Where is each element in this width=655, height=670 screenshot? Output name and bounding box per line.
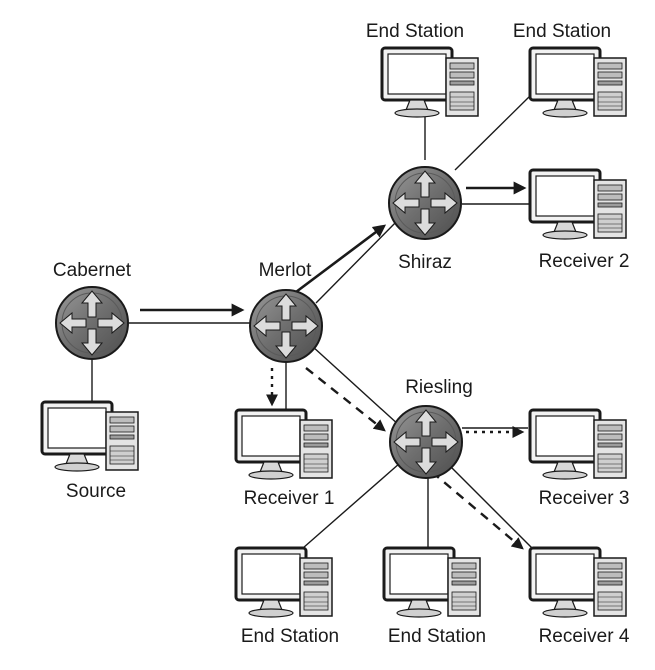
router-icon xyxy=(389,405,463,479)
router-riesling: Riesling xyxy=(389,377,473,479)
host-receiver-2: Receiver 2 xyxy=(528,168,630,272)
router-cabernet: Cabernet xyxy=(53,260,132,360)
workstation-icon xyxy=(528,408,628,481)
arrow-merlot-to-shiraz xyxy=(295,224,387,294)
link-shiraz-endstation-top-right xyxy=(454,93,533,171)
router-icon xyxy=(388,166,462,240)
host-end-station-bottom-left: End Station xyxy=(234,546,339,647)
receiver-4-label: Receiver 4 xyxy=(539,626,630,647)
receiver-2-label: Receiver 2 xyxy=(539,251,630,272)
workstation-icon xyxy=(528,168,628,241)
link-riesling-endstation-bottom-left xyxy=(302,462,401,549)
link-merlot-shiraz xyxy=(315,217,401,304)
workstation-icon xyxy=(528,546,628,619)
flow-arrows xyxy=(140,181,527,550)
host-receiver-1: Receiver 1 xyxy=(234,408,335,509)
workstation-icon xyxy=(40,400,140,473)
router-icon xyxy=(249,289,323,363)
workstation-icon xyxy=(234,408,334,481)
end-station-bottom-left-label: End Station xyxy=(241,626,339,647)
router-shiraz-label: Shiraz xyxy=(398,252,452,273)
host-end-station-top-left: End Station xyxy=(366,21,480,119)
workstation-icon xyxy=(234,546,334,619)
receiver-3-label: Receiver 3 xyxy=(539,488,630,509)
router-shiraz: Shiraz xyxy=(388,166,462,273)
workstation-icon xyxy=(380,46,480,119)
link-riesling-receiver4 xyxy=(445,461,533,549)
router-cabernet-label: Cabernet xyxy=(53,260,132,281)
host-end-station-top-right: End Station xyxy=(513,21,628,119)
workstation-icon xyxy=(382,546,482,619)
router-icon xyxy=(55,286,129,360)
links xyxy=(91,93,533,549)
arrow-merlot-to-riesling xyxy=(305,367,386,432)
host-end-station-bottom-middle: End Station xyxy=(382,546,486,647)
arrow-riesling-to-receiver4 xyxy=(431,471,524,550)
host-receiver-4: Receiver 4 xyxy=(528,546,630,647)
workstation-icon xyxy=(528,46,628,119)
end-station-top-right-label: End Station xyxy=(513,21,611,42)
router-merlot-label: Merlot xyxy=(259,260,313,281)
host-receiver-3: Receiver 3 xyxy=(528,408,630,509)
end-station-bottom-middle-label: End Station xyxy=(388,626,486,647)
host-source: Source xyxy=(40,400,140,502)
source-label: Source xyxy=(66,481,126,502)
receiver-1-label: Receiver 1 xyxy=(244,488,335,509)
router-riesling-label: Riesling xyxy=(405,377,473,398)
end-station-top-left-label: End Station xyxy=(366,21,464,42)
router-merlot: Merlot xyxy=(249,260,323,363)
link-merlot-riesling xyxy=(311,345,401,427)
